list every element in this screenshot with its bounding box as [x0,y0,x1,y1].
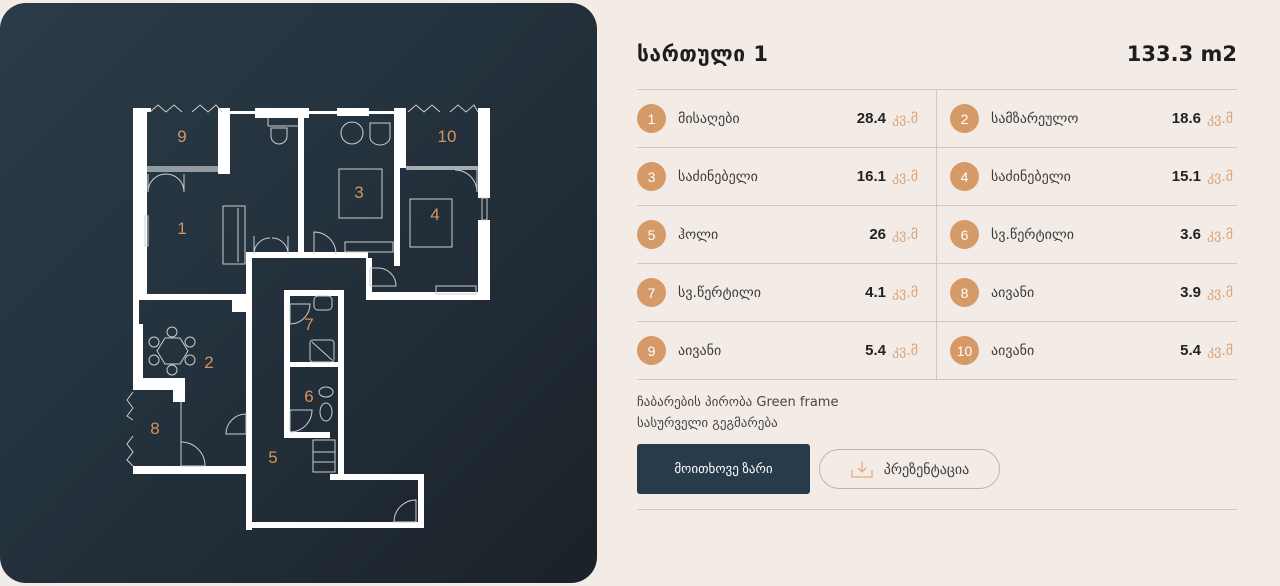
room-area-unit: კვ.მ [892,284,919,301]
apartment-meta: ჩაბარების პირობა Green frame სასურველი გ… [637,392,1237,434]
room-labels: 9 10 3 4 1 7 2 6 8 5 [150,127,456,467]
room-area: 5.4 [1180,342,1201,359]
room-number-badge: 7 [637,278,666,307]
preferred-layout-label: სასურველი გეგმარება [637,416,778,431]
room-number-badge: 2 [950,104,979,133]
room-area: 5.4 [865,342,886,359]
room-name: სამზარეულო [991,110,1079,127]
room-area-unit: კვ.მ [1207,168,1234,185]
plan-label-3: 3 [354,183,363,202]
delivery-condition: ჩაბარების პირობა Green frame [637,395,839,410]
room-number-badge: 8 [950,278,979,307]
room-area: 4.1 [865,284,886,301]
presentation-download-button[interactable]: პრეზენტაცია [819,449,1000,489]
plan-label-4: 4 [430,205,439,224]
room-list: 1 მისაღები 28.4 კვ.მ 2 სამზარეულო 18.6 კ… [637,89,1237,380]
room-area-unit: კვ.მ [1207,284,1234,301]
plan-label-2: 2 [204,353,213,372]
room-name: სვ.წერტილი [678,284,761,301]
room-name: აივანი [678,342,722,359]
room-number-badge: 9 [637,336,666,365]
room-item: 10 აივანი 5.4 კვ.მ [936,322,1237,380]
room-item: 8 აივანი 3.9 კვ.მ [936,264,1237,322]
room-area-unit: კვ.მ [892,168,919,185]
room-item: 1 მისაღები 28.4 კვ.მ [637,90,936,148]
fixtures [126,104,488,523]
floor-plan: 9 10 3 4 1 7 2 6 8 5 [126,104,490,530]
request-call-button[interactable]: მოითხოვე ზარი [637,444,810,494]
floor-title: სართული 1 [637,42,769,66]
room-name: აივანი [991,284,1035,301]
plan-label-9: 9 [177,127,186,146]
room-number-badge: 6 [950,220,979,249]
room-area-unit: კვ.მ [892,110,919,127]
room-area: 28.4 [856,110,886,127]
floor-total-area: 133.3 m2 [1126,42,1237,66]
room-item: 4 საძინებელი 15.1 კვ.მ [936,148,1237,206]
room-item: 3 საძინებელი 16.1 კვ.მ [637,148,936,206]
room-area-unit: კვ.მ [1207,110,1234,127]
plan-label-6: 6 [304,387,313,406]
plan-label-5: 5 [268,448,277,467]
room-item: 6 სვ.წერტილი 3.6 კვ.მ [936,206,1237,264]
room-item: 2 სამზარეულო 18.6 კვ.მ [936,90,1237,148]
download-icon [850,459,874,479]
room-area: 3.6 [1180,226,1201,243]
walls [133,108,490,530]
room-name: საძინებელი [991,168,1071,185]
room-item: 5 ჰოლი 26 კვ.მ [637,206,936,264]
room-number-badge: 4 [950,162,979,191]
room-name: მისაღები [678,110,740,127]
room-area-unit: კვ.მ [892,226,919,243]
plan-label-1: 1 [177,219,186,238]
room-item: 9 აივანი 5.4 კვ.მ [637,322,936,380]
room-number-badge: 1 [637,104,666,133]
room-name: სვ.წერტილი [991,226,1074,243]
room-area-unit: კვ.მ [892,342,919,359]
room-area: 26 [869,226,886,243]
room-area: 15.1 [1171,168,1201,185]
room-area-unit: კვ.მ [1207,342,1234,359]
room-number-badge: 3 [637,162,666,191]
room-name: აივანი [991,342,1035,359]
action-bar: მოითხოვე ზარი პრეზენტაცია [637,444,1237,510]
plan-label-7: 7 [304,315,313,334]
floor-plan-panel: 9 10 3 4 1 7 2 6 8 5 [0,3,597,583]
room-area: 3.9 [1180,284,1201,301]
floor-info-panel: სართული 1 133.3 m2 1 მისაღები 28.4 კვ.მ … [637,30,1237,510]
room-name: ჰოლი [678,226,719,243]
room-number-badge: 5 [637,220,666,249]
room-area: 16.1 [856,168,886,185]
room-area: 18.6 [1171,110,1201,127]
plan-label-10: 10 [438,127,457,146]
room-number-badge: 10 [950,336,979,365]
room-name: საძინებელი [678,168,758,185]
plan-label-8: 8 [150,419,159,438]
room-item: 7 სვ.წერტილი 4.1 კვ.მ [637,264,936,322]
room-area-unit: კვ.მ [1207,226,1234,243]
presentation-label: პრეზენტაცია [883,460,970,477]
floor-header: სართული 1 133.3 m2 [637,30,1237,78]
